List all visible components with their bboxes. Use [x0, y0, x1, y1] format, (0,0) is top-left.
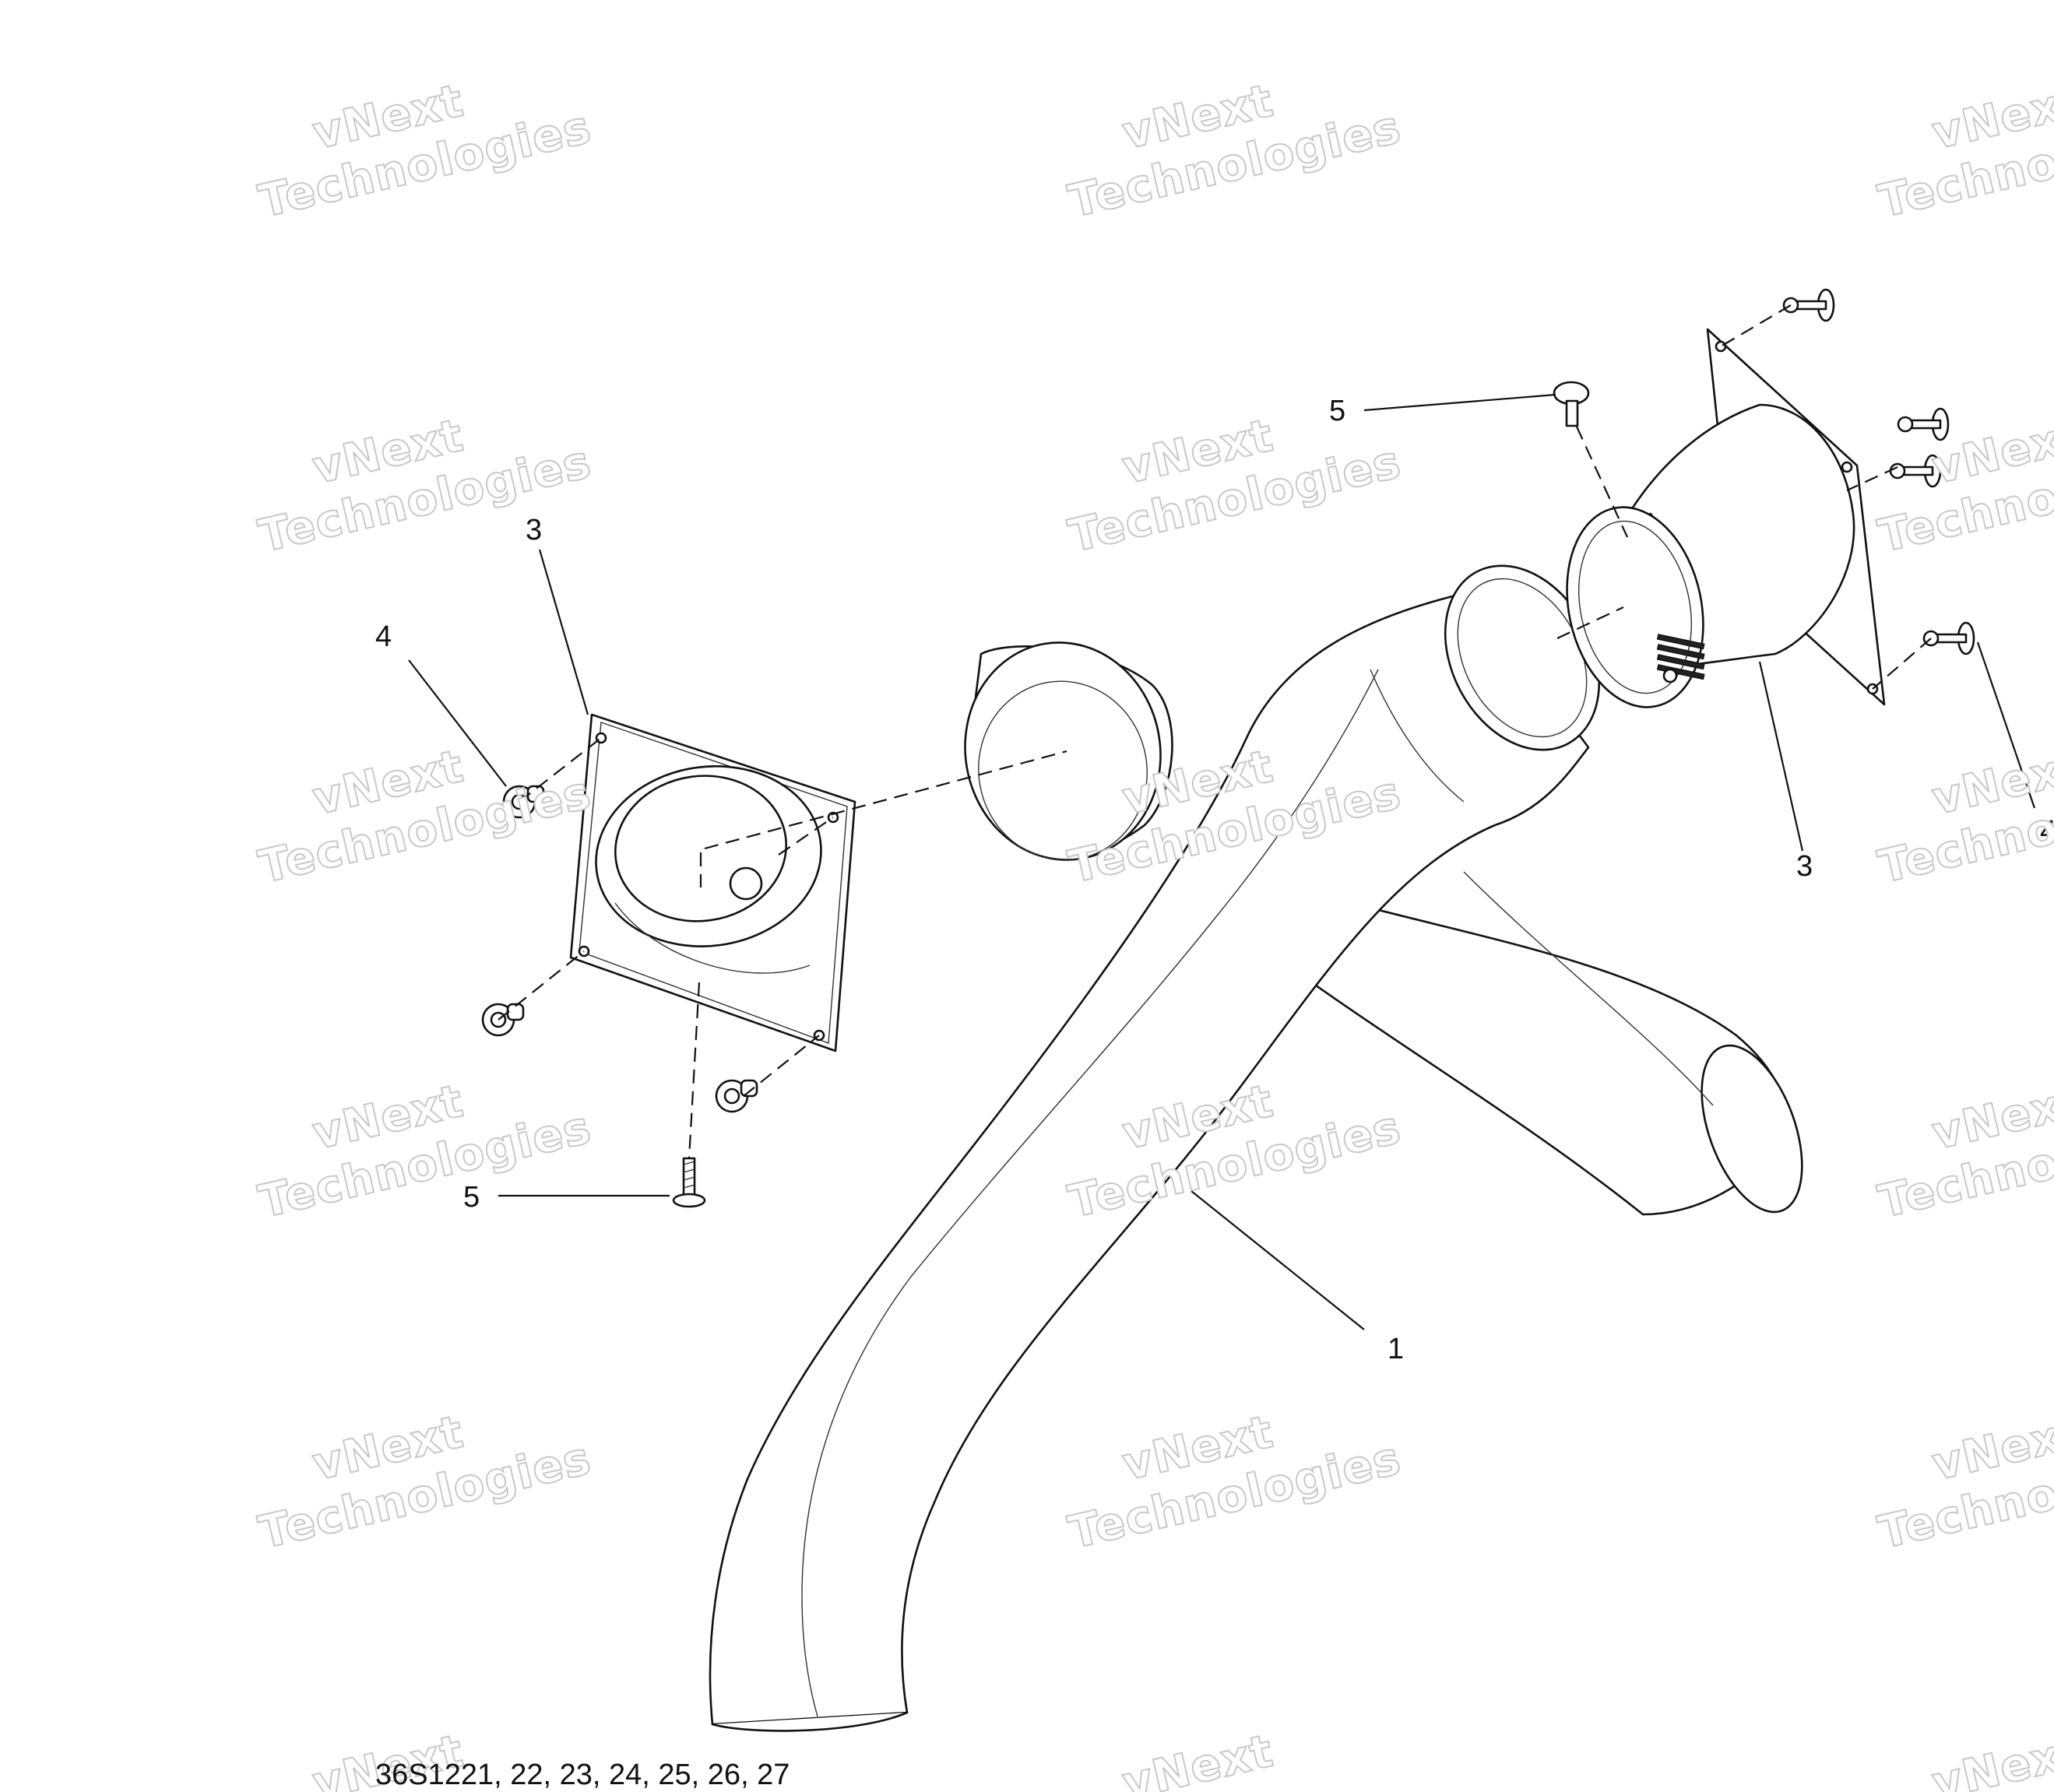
diagram-reference: 36S1221, 22, 23, 24, 25, 26, 27 — [375, 1759, 790, 1791]
callout-4-left: 4 — [375, 620, 392, 653]
rivet-right-1 — [1782, 288, 1835, 322]
callout-3-left: 3 — [526, 514, 542, 546]
callout-labels: 4 3 5 1 5 3 4 — [375, 395, 2054, 1365]
rivet-center — [729, 866, 763, 901]
rivet-right-2 — [1897, 407, 1950, 441]
rivet-left-bottom — [481, 1003, 525, 1037]
flange-right — [1566, 328, 1886, 708]
screw-left — [672, 1157, 706, 1208]
callout-5-left: 5 — [463, 1181, 480, 1214]
callout-4-right: 4 — [2040, 815, 2054, 848]
watermark-line1: vNext — [1927, 1724, 2054, 1792]
callout-3-right: 3 — [1796, 850, 1813, 883]
rivet-right-4 — [1922, 621, 1975, 655]
callout-1: 1 — [1388, 1333, 1404, 1365]
duct-tube — [709, 564, 1803, 1732]
watermark-line1: vNext — [1117, 1724, 1278, 1792]
flange-left — [569, 713, 856, 1052]
screw-right — [1553, 381, 1590, 427]
leader-lines — [408, 393, 2036, 1330]
assembly-lines — [498, 304, 1932, 1159]
callout-5-right: 5 — [1329, 395, 1345, 427]
flange-right-ribs — [1656, 634, 1705, 680]
rivet-left-lower — [715, 1079, 758, 1113]
